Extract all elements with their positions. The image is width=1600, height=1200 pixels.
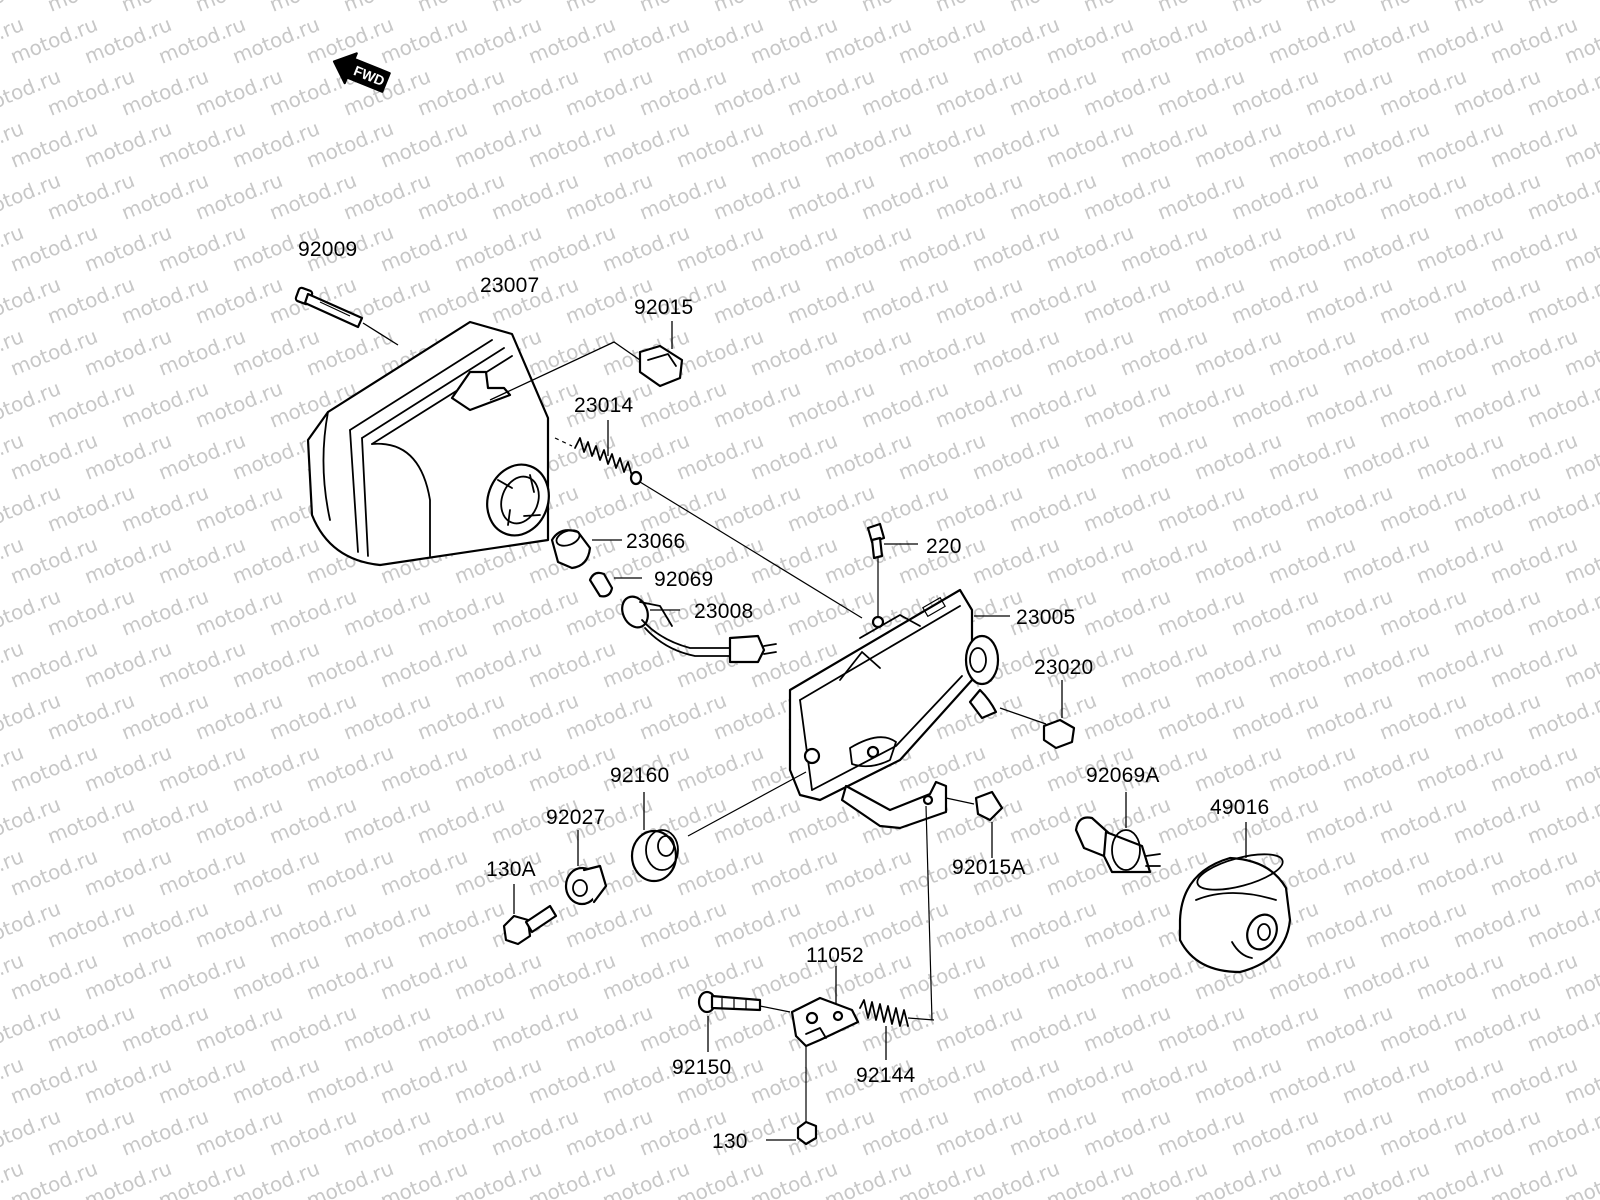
label-49016: 49016 — [1210, 796, 1269, 819]
label-92069: 92069 — [654, 568, 713, 591]
socket-23008 — [621, 595, 777, 664]
label-220: 220 — [926, 535, 962, 558]
label-92009: 92009 — [298, 238, 357, 261]
label-92027: 92027 — [546, 806, 605, 829]
label-130A: 130A — [486, 858, 536, 881]
bulb-92069A — [1074, 792, 1161, 874]
headlight-housing-23007 — [306, 320, 550, 567]
spring-23014 — [554, 420, 863, 619]
screw-220 — [866, 522, 918, 616]
collar-92027 — [564, 830, 608, 906]
plate-11052 — [790, 966, 860, 1048]
label-23020: 23020 — [1034, 656, 1093, 679]
label-92015: 92015 — [634, 296, 693, 319]
bulb-92069 — [588, 571, 642, 598]
cap-23066 — [550, 529, 622, 570]
label-92144: 92144 — [856, 1064, 916, 1087]
cover-49016 — [1178, 822, 1292, 974]
part-labels: 92009 23007 92015 23014 23066 92069 2300… — [298, 238, 1269, 1153]
adjuster-arm — [840, 780, 975, 1021]
label-23007: 23007 — [480, 274, 539, 297]
fwd-badge: FWD — [332, 52, 391, 93]
label-23014: 23014 — [574, 394, 634, 417]
spring-92144 — [859, 999, 935, 1060]
grommet-92160 — [630, 771, 807, 883]
bracket-23005 — [788, 588, 1047, 802]
label-130: 130 — [712, 1130, 748, 1153]
bolt-92009 — [294, 286, 399, 346]
label-92069A: 92069A — [1086, 764, 1160, 787]
label-11052: 11052 — [806, 944, 864, 967]
label-92150: 92150 — [672, 1056, 731, 1079]
bolt-92150 — [697, 990, 791, 1052]
bolt-130 — [766, 1046, 818, 1146]
clip-92015 — [489, 321, 684, 401]
label-92015A: 92015A — [952, 856, 1026, 879]
nut-23020 — [1042, 680, 1076, 750]
label-23066: 23066 — [626, 530, 685, 553]
label-92160: 92160 — [610, 764, 669, 787]
arrow-left-icon — [332, 52, 391, 93]
label-23005: 23005 — [1016, 606, 1075, 629]
label-23008: 23008 — [694, 600, 753, 623]
clip-92015A — [974, 790, 1004, 858]
bolt-130A — [502, 884, 558, 946]
